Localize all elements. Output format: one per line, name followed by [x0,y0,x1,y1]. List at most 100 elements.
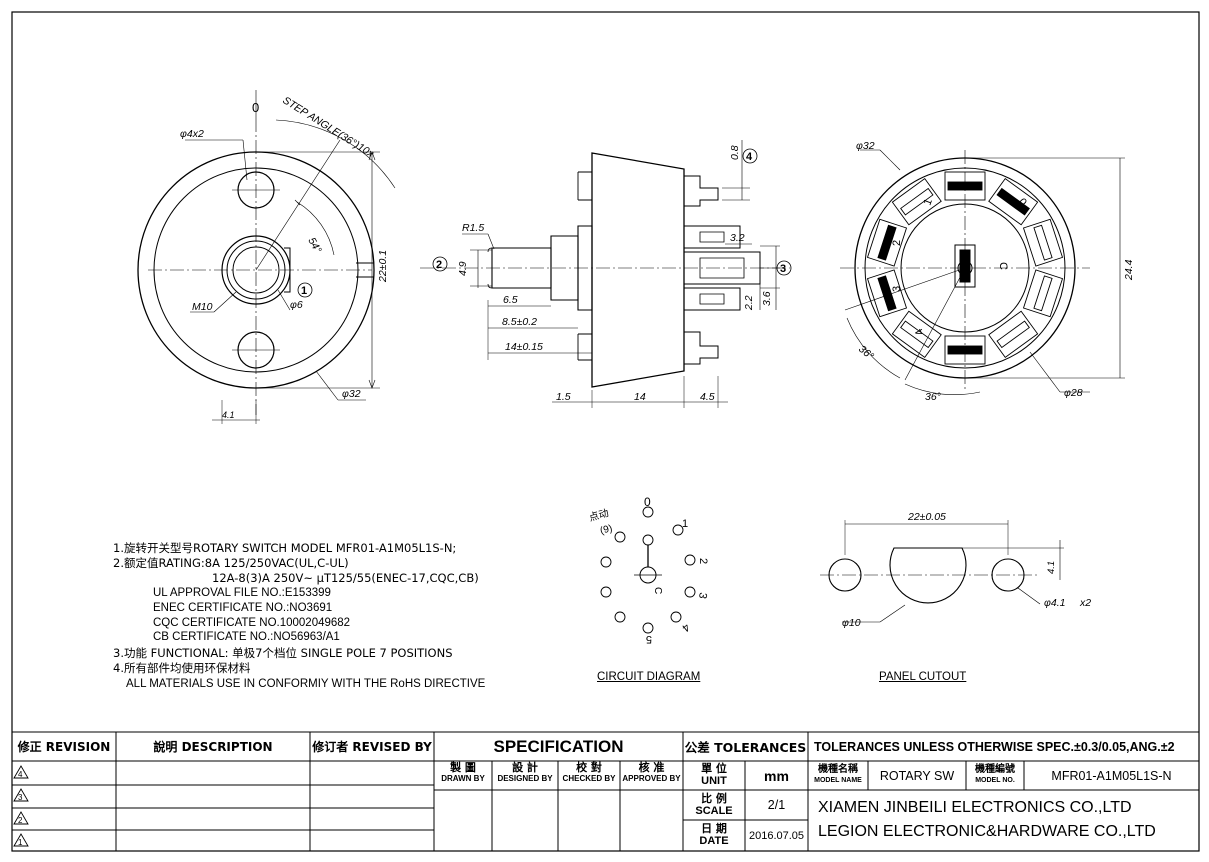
rear-d244: 24.4 [1123,259,1135,281]
scale-label-cn: 比 例 [701,792,727,805]
approved-by-cn: 核 准 [638,761,665,774]
circuit-nine: (9) [599,523,614,537]
unit-label: 單 位 UNIT [683,762,745,788]
front-dim-22: 22±0.1 [377,250,389,283]
scale-label: 比 例 SCALE [683,792,745,818]
header-description: 說明 DESCRIPTION [153,740,273,754]
rear-angle-2: 36° [925,391,941,403]
revision-marks [13,765,29,847]
terminal-slot [1022,269,1064,318]
terminal-slot [891,310,942,359]
model-no-label: 機種編號 MODEL NO. [966,764,1024,786]
terminal-slot [891,177,942,226]
rear-dia28: φ28 [1064,387,1083,399]
panel-cutout [820,520,1064,623]
side-view [420,140,792,408]
unit-value: mm [764,767,789,784]
drawn-by-cn: 製 圖 [450,761,476,774]
checked-by: 校 對 CHECKED BY [558,762,620,784]
side-r15: R1.5 [462,222,484,234]
front-callout: 1 [301,285,307,297]
note-enec: ENEC CERTIFICATE NO.:NO3691 [153,602,333,614]
date-label: 日 期 DATE [683,822,745,848]
model-no-cn: 機種編號 [975,764,1015,775]
panel-cutout-label: PANEL CUTOUT [879,671,967,683]
model-no-value: MFR01-A1M05L1S-N [1051,768,1172,783]
rear-pos-5: 5 [964,343,970,355]
rear-view [840,149,1125,396]
side-d45: 4.5 [700,391,715,403]
side-d85: 8.5±0.2 [502,316,537,328]
front-angle: 54° [305,236,323,256]
side-callout-4: 4 [746,151,753,163]
side-d08: 0.8 [729,145,741,160]
rear-pos-0: 0 [1016,196,1029,208]
side-d49: 4.9 [457,261,469,276]
specification-title: SPECIFICATION [493,736,624,756]
front-zero: 0 [252,100,259,115]
header-revised-by: 修订者 REVISED BY [312,740,432,754]
note-3: 3.功能 FUNCTIONAL: 单极7个档位 SINGLE POLE 7 PO… [113,646,453,660]
side-callout-2: 2 [436,259,442,271]
model-no-en: MODEL NO. [975,777,1015,784]
note-cb: CB CERTIFICATE NO.:NO56963/A1 [153,631,340,643]
checked-by-en: CHECKED BY [562,774,616,783]
rev-mark-4: 4 [18,770,23,779]
tolerances-label: 公差 TOLERANCES [684,740,807,755]
model-name-en: MODEL NAME [814,777,862,784]
date-label-cn: 日 期 [701,822,727,835]
drawn-by-en: DRAWN BY [441,774,485,783]
approved-by-en: APPROVED BY [622,774,681,783]
front-step-angle: STEP ANGLE(36°)10x [280,94,376,160]
note-2b: 12A-8(3)A 250V~ μT125/55(ENEC-17,CQC,CB) [212,571,479,585]
panel-center: φ10 [842,617,861,629]
terminal-slot [866,218,908,267]
front-dim-41: 4.1 [222,410,235,420]
terminal-slot [944,171,986,201]
circuit-four: 4 [679,621,691,634]
designed-by-en: DESIGNED BY [497,774,553,783]
approved-by: 核 准 APPROVED BY [620,762,683,784]
circuit-zero: 0 [644,495,651,509]
title-block [12,731,1199,851]
circuit-two: 2 [697,558,709,564]
side-d15: 1.5 [556,391,571,403]
side-d22: 2.2 [743,295,755,311]
front-thread: M10 [192,301,213,313]
side-d36: 3.6 [761,291,773,306]
note-ul: UL APPROVAL FILE NO.:E153399 [153,587,331,599]
circuit-movable: 点动 [588,507,610,524]
rev-mark-3: 3 [18,793,23,802]
note-1: 1.旋转开关型号ROTARY SWITCH MODEL MFR01-A1M05L… [113,541,457,555]
drawn-by: 製 圖 DRAWN BY [434,762,492,784]
terminal-slot [866,269,908,318]
terminal-slot [1022,218,1064,267]
company-name-1: XIAMEN JINBEILI ELECTRONICS CO.,LTD [818,799,1132,816]
date-label-en: DATE [699,835,729,847]
rear-pos-c: C [997,262,1009,270]
front-holes: φ4x2 [180,128,204,140]
scale-label-en: SCALE [695,805,733,817]
side-d32: 3.2 [730,232,745,244]
side-d14: 14 [634,391,646,403]
sheet-border [11,11,1200,852]
terminal-ring [866,171,1064,365]
note-cqc: CQC CERTIFICATE NO.10002049682 [153,617,351,629]
rev-mark-1: 1 [18,838,23,847]
rear-dia32: φ32 [856,140,875,152]
rev-mark-2: 2 [18,816,23,825]
designed-by: 設 計 DESIGNED BY [492,762,558,784]
circuit-one: 1 [682,518,688,530]
scale-value: 2/1 [767,798,786,812]
circuit-diagram [600,506,696,634]
rear-angle-1: 36° [856,343,876,362]
panel-d41: 4.1 [1046,561,1057,574]
terminal-slot [944,335,986,365]
side-callout-3: 3 [780,263,786,275]
checked-by-cn: 校 對 [576,761,602,774]
note-4: 4.所有部件均使用环保材料 [113,661,251,675]
note-2: 2.额定值RATING:8A 125/250VAC(UL,C-UL) [113,556,349,570]
designed-by-cn: 設 計 [512,761,538,774]
